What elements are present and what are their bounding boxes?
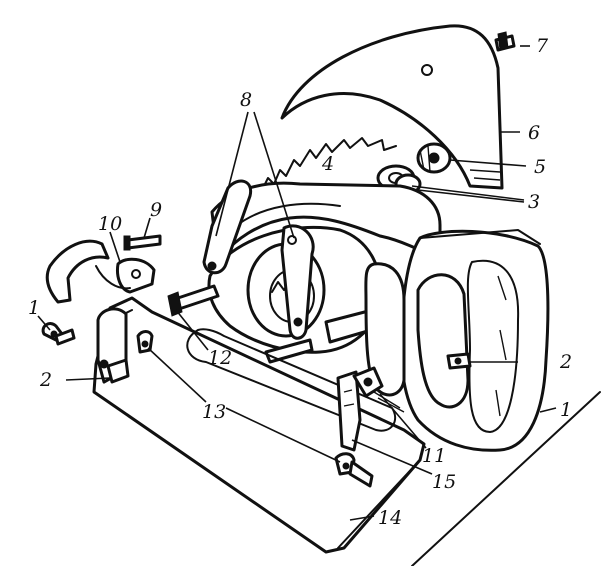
front-bracket [96,307,130,384]
callout-2-left: 2 [39,369,52,391]
callout-13: 13 [202,401,226,423]
callout-11: 11 [422,445,446,467]
callout-9: 9 [150,199,162,221]
base-plate-14 [92,296,426,554]
upper-blade-guard [280,24,504,190]
leader-lines [37,45,557,521]
wingnut-1-left [41,322,76,346]
bolt-12 [167,284,314,364]
callout-1-right: 1 [560,399,572,421]
lever-10 [45,239,156,304]
pivot-11 [352,366,405,413]
callout-8: 8 [240,89,252,111]
motor-frame [210,181,442,264]
callout-14: 14 [378,507,402,529]
callout-12: 12 [208,347,232,369]
saw-blade [261,137,397,191]
callouts: 7 6 5 3 4 8 9 10 1 2 12 13 2 1 11 15 14 [28,35,572,529]
bolt-2-right [446,352,472,370]
callout-4: 4 [321,153,334,175]
bevel-bracket-15 [336,370,362,452]
table-edge-line [411,391,601,566]
wingnut-13 [136,330,374,488]
callout-5: 5 [534,156,546,178]
callout-6: 6 [528,122,540,144]
callout-15: 15 [432,471,456,493]
callout-10: 10 [98,213,122,235]
pin-9 [123,234,162,251]
depth-lever-8 [202,179,315,340]
callout-1-left: 1 [28,297,40,319]
knob-5 [416,142,452,174]
callout-2-right: 2 [559,351,572,373]
screw-7 [494,31,516,52]
callout-7: 7 [536,35,549,57]
callout-3: 3 [528,191,540,213]
